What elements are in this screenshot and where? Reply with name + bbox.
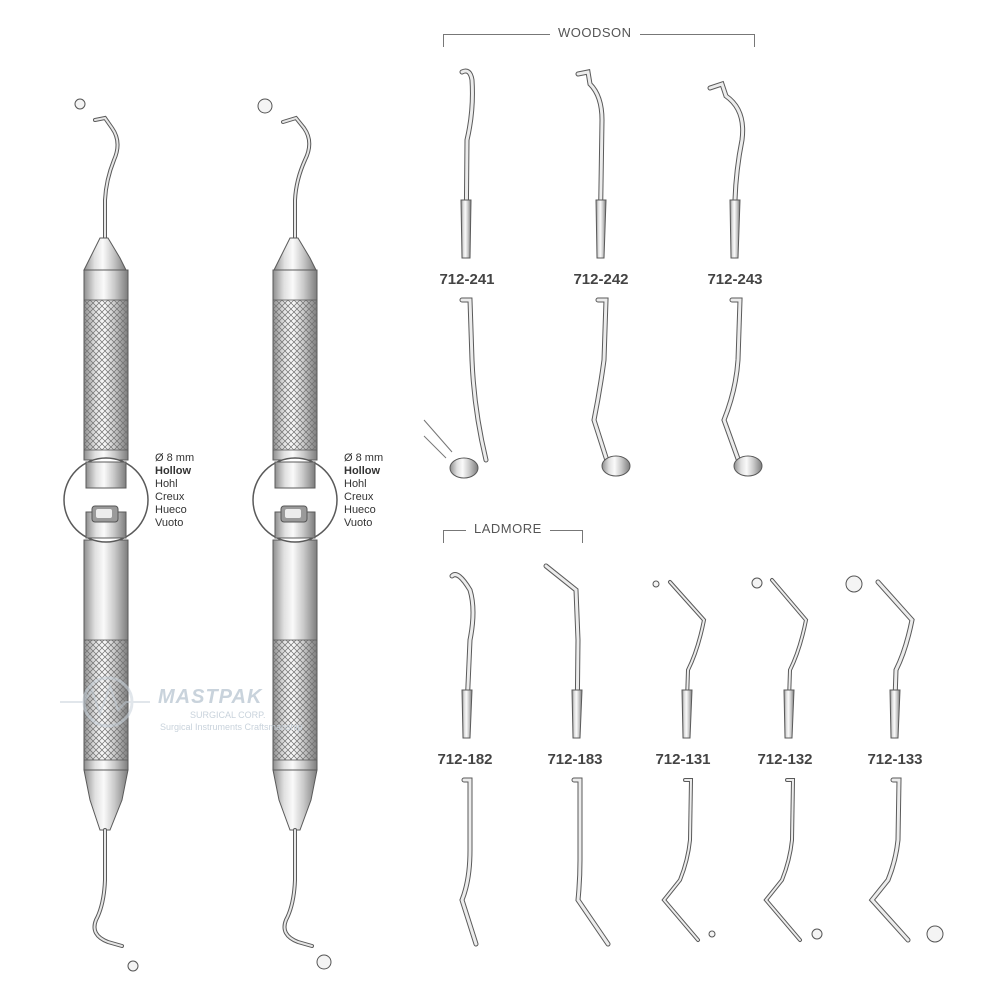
- instrument-712-243: [707, 80, 763, 477]
- code-712-183: 712-183: [547, 751, 603, 768]
- hollow-cutaway-circle: [63, 457, 149, 543]
- instrument-712-131: [652, 580, 716, 942]
- code-712-133: 712-133: [867, 751, 923, 768]
- instrument-712-182: [449, 572, 479, 947]
- instrument-712-132: [751, 577, 823, 942]
- hollow-label: Hollow: [155, 465, 192, 477]
- hollow-cutaway-circle: [252, 457, 338, 543]
- translation-label: Vuoto: [344, 517, 373, 529]
- translation-label: Hueco: [344, 504, 376, 516]
- code-712-131: 712-131: [655, 751, 711, 768]
- code-712-242: 712-242: [573, 271, 629, 288]
- large-instrument-1: [63, 98, 149, 972]
- translation-label: Creux: [344, 491, 374, 503]
- large-instrument-2: [252, 98, 338, 970]
- hollow-spec-right: Ø 8 mm Hollow Hohl Creux Hueco Vuoto: [344, 452, 383, 530]
- tip-size-circle: [74, 98, 86, 110]
- hollow-label: Hollow: [344, 465, 381, 477]
- code-712-243: 712-243: [707, 271, 763, 288]
- code-712-132: 712-132: [757, 751, 813, 768]
- tip-size-circle: [127, 960, 139, 972]
- instrument-712-242: [575, 69, 631, 477]
- translation-label: Hohl: [344, 478, 367, 490]
- watermark-emblem: [60, 676, 150, 728]
- watermark-brand: MASTPAK: [158, 686, 263, 708]
- code-712-182: 712-182: [437, 751, 493, 768]
- diameter-label: Ø 8 mm: [155, 452, 195, 464]
- woodson-group-title: WOODSON: [550, 25, 640, 40]
- ladmore-group-title: LADMORE: [466, 521, 550, 536]
- translation-label: Hueco: [155, 504, 187, 516]
- instrument-712-133: [845, 575, 944, 943]
- translation-label: Creux: [155, 491, 185, 503]
- code-712-241: 712-241: [439, 271, 495, 288]
- watermark-line2: Surgical Instruments Craftsmanship: [160, 722, 303, 732]
- translation-label: Hohl: [155, 478, 178, 490]
- tip-size-circle: [316, 954, 332, 970]
- hollow-spec-left: Ø 8 mm Hollow Hohl Creux Hueco Vuoto: [155, 452, 194, 530]
- tip-size-circle: [257, 98, 273, 114]
- instrument-712-183: [543, 563, 611, 947]
- translation-label: Vuoto: [155, 517, 184, 529]
- watermark-line1: SURGICAL CORP.: [190, 710, 266, 720]
- diameter-label: Ø 8 mm: [344, 452, 384, 464]
- instrument-712-241: [423, 68, 489, 479]
